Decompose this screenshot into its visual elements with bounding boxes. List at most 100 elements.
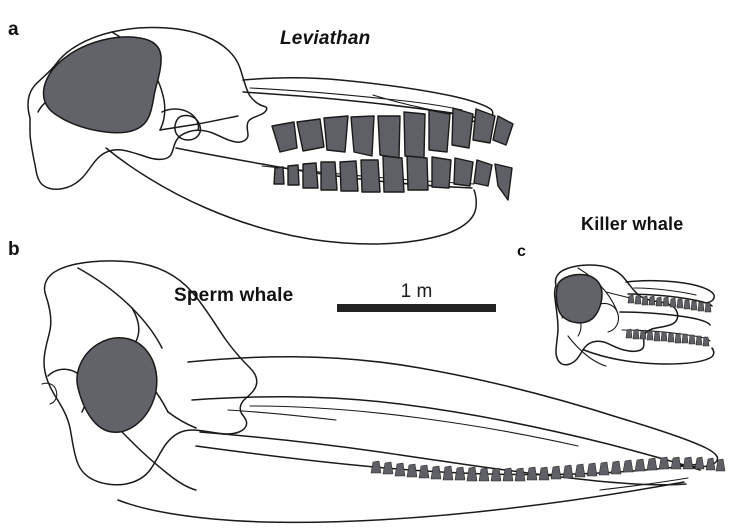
tooth — [646, 330, 654, 341]
tooth — [451, 107, 474, 149]
tooth — [442, 465, 454, 481]
tooth — [526, 466, 538, 481]
tooth — [428, 109, 451, 153]
spermwhale-rostrum-mid-edge — [191, 395, 701, 471]
tooth — [682, 456, 694, 470]
tooth — [562, 464, 574, 479]
killerwhale-mandible-ventral-edge — [583, 347, 715, 365]
taxon-label-sperm-whale: Sperm whale — [174, 285, 294, 306]
tooth — [648, 295, 656, 306]
tooth — [632, 328, 640, 340]
spermwhale-mandible-symphysis-line — [599, 477, 689, 491]
leviathan-lower-tooth-row — [273, 155, 513, 201]
tooth — [655, 296, 663, 307]
tooth — [377, 115, 401, 159]
tooth — [339, 160, 359, 192]
tooth — [287, 164, 300, 186]
killerwhale-basicranium-line — [567, 335, 607, 367]
tooth — [406, 463, 418, 478]
tooth — [688, 334, 696, 345]
taxon-label-leviathan: Leviathan — [280, 28, 371, 49]
tooth — [430, 465, 442, 480]
spermwhale-mandibular-tooth-row — [370, 456, 726, 482]
spermwhale-basicranial-edge — [167, 411, 197, 429]
tooth — [472, 108, 496, 144]
tooth — [271, 121, 298, 153]
panel-b-sperm-whale-skull — [41, 260, 726, 524]
tooth — [538, 466, 550, 481]
tooth — [670, 456, 682, 470]
leviathan-mandible-lower-edge — [105, 147, 477, 245]
killerwhale-rostrum-suture — [633, 287, 697, 296]
tooth — [403, 111, 426, 159]
tooth — [350, 115, 375, 157]
leviathan-zygomatic-notch — [161, 108, 200, 131]
tooth — [360, 159, 381, 193]
tooth — [418, 464, 430, 479]
scale-bar-label: 1 m — [400, 281, 433, 302]
tooth — [676, 298, 684, 309]
tooth — [453, 157, 474, 187]
tooth — [382, 155, 405, 193]
tooth — [695, 335, 703, 346]
tooth — [634, 458, 646, 472]
scale-bar-rule — [337, 304, 496, 312]
tooth — [681, 333, 689, 344]
leviathan-upper-tooth-row — [271, 107, 514, 159]
killerwhale-mandible-dorsal-edge — [619, 311, 711, 326]
leviathan-rostrum-mid-suture — [249, 87, 463, 111]
tooth — [574, 463, 586, 478]
tooth — [690, 300, 698, 311]
tooth — [494, 163, 513, 201]
panel-label-a: a — [8, 19, 19, 40]
tooth — [502, 467, 514, 482]
spermwhale-occipital-condyle — [41, 382, 58, 405]
spermwhale-premaxilla-suture — [249, 405, 579, 447]
killerwhale-upper-tooth-row — [627, 294, 712, 313]
tooth — [694, 456, 705, 470]
tooth — [622, 459, 634, 473]
killerwhale-maxilla-line — [605, 291, 631, 299]
tooth — [370, 460, 382, 474]
spermwhale-rostrum-ventral-edge — [199, 431, 687, 486]
panel-c-killer-whale-skull — [553, 264, 715, 367]
tooth — [662, 296, 670, 307]
tooth — [653, 330, 661, 342]
tooth — [273, 166, 285, 185]
tooth — [394, 462, 406, 477]
tooth — [454, 466, 466, 481]
tooth — [667, 332, 675, 343]
tooth — [302, 162, 319, 189]
tooth — [627, 294, 635, 304]
leviathan-mandible-upper-edge — [175, 147, 473, 189]
tooth — [658, 456, 670, 470]
tooth — [514, 467, 526, 482]
tooth — [431, 156, 452, 189]
tooth — [478, 467, 490, 482]
tooth — [598, 461, 610, 476]
tooth — [697, 301, 705, 312]
killerwhale-rostrum-dorsal-edge — [625, 279, 715, 304]
panel-label-b: b — [8, 239, 20, 260]
tooth — [641, 295, 649, 306]
tooth — [406, 155, 429, 191]
panel-a-leviathan-skull — [27, 26, 514, 245]
tooth — [490, 467, 502, 482]
spermwhale-mandible-ventral-edge — [117, 481, 685, 524]
tooth — [683, 299, 691, 310]
tooth — [702, 336, 710, 347]
spermwhale-maxilla-suture-short — [227, 409, 337, 421]
leviathan-supracranial-basin — [42, 36, 162, 134]
spermwhale-rostrum-dorsal-edge — [187, 356, 719, 468]
panel-label-c: c — [517, 243, 526, 260]
tooth — [639, 329, 647, 340]
tooth — [382, 461, 394, 475]
tooth — [625, 328, 633, 339]
tooth — [715, 458, 726, 472]
tooth — [660, 331, 668, 342]
taxon-label-killer-whale: Killer whale — [581, 214, 684, 234]
tooth — [705, 457, 716, 471]
scale-bar: 1 m — [337, 282, 496, 312]
